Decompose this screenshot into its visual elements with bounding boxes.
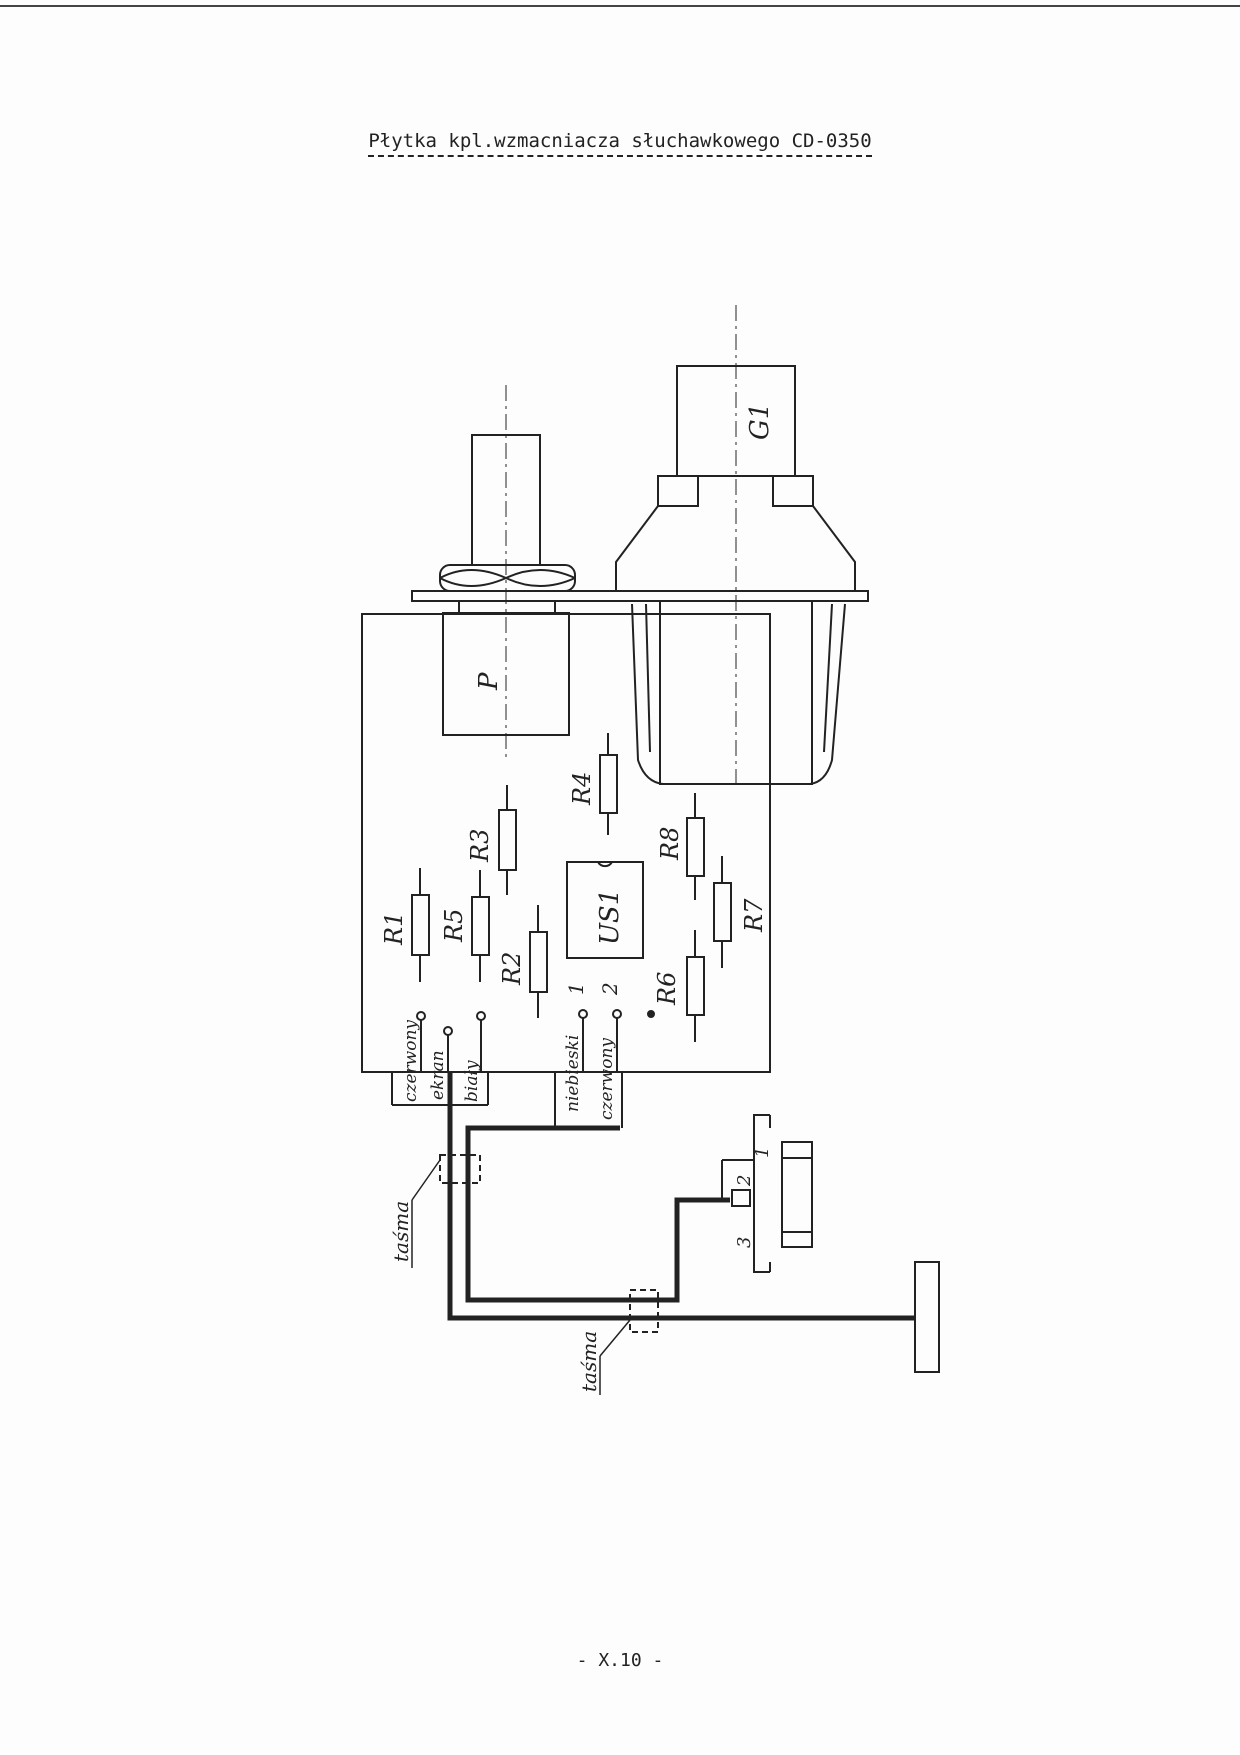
label-wire-czerwony-a: czerwony <box>401 1020 421 1102</box>
label-r7: R7 <box>740 898 768 933</box>
potentiometer-p <box>439 385 576 760</box>
label-tasma-lower: taśma <box>577 1331 601 1392</box>
label-pin1: 1 <box>564 982 588 995</box>
plug-terminal <box>914 1261 940 1373</box>
cable-runs <box>447 1072 915 1321</box>
label-connector-pin2: 2 <box>734 1175 755 1187</box>
resistor-r1 <box>411 868 430 982</box>
label-us1: US1 <box>595 889 625 945</box>
tape-leader-upper <box>411 1159 441 1201</box>
resistor-r3 <box>498 785 517 895</box>
tape-leader-lower <box>599 1319 631 1357</box>
label-tasma-upper: taśma <box>389 1201 413 1262</box>
label-r8: R8 <box>656 827 684 861</box>
label-wire-ekran: ekran <box>428 1050 448 1100</box>
mounting-bar <box>411 590 869 602</box>
label-wire-bialy: biały <box>462 1060 482 1102</box>
page-title-text: Płytka kpl.wzmacniacza słuchawkowego CD-… <box>368 130 872 157</box>
label-r3: R3 <box>466 829 494 863</box>
resistor-r2 <box>529 905 548 1018</box>
board-outline <box>361 613 771 1073</box>
connector-3pin <box>721 1114 813 1273</box>
page-title: Płytka kpl.wzmacniacza słuchawkowego CD-… <box>0 130 1240 157</box>
resistor-r5 <box>471 870 490 982</box>
tape-wrap-upper <box>439 1154 481 1184</box>
label-wire-czerwony-b: czerwony <box>597 1038 617 1120</box>
label-wire-niebieski: niebieski <box>563 1035 583 1112</box>
ic-us1 <box>566 861 644 959</box>
label-pin2: 2 <box>598 982 622 996</box>
label-r1: R1 <box>380 912 408 946</box>
top-border-line <box>0 5 1240 7</box>
label-r5: R5 <box>440 909 468 943</box>
resistor-r6 <box>686 930 705 1042</box>
resistor-r4 <box>599 733 618 835</box>
resistor-r7 <box>713 856 732 968</box>
wire-leads <box>391 1018 623 1128</box>
label-g1: G1 <box>745 403 775 440</box>
tape-wrap-lower <box>629 1289 659 1333</box>
jack-socket-g1 <box>615 305 856 790</box>
label-r6: R6 <box>653 972 681 1006</box>
label-connector-pin1: 1 <box>752 1147 773 1158</box>
label-r4: R4 <box>568 772 596 806</box>
solder-pads <box>416 1009 655 1036</box>
resistor-r8 <box>686 793 705 900</box>
label-p: P <box>474 672 504 691</box>
page-number: - X.10 - <box>576 1650 664 1671</box>
label-r2: R2 <box>498 952 526 986</box>
label-connector-pin3: 3 <box>734 1237 755 1248</box>
